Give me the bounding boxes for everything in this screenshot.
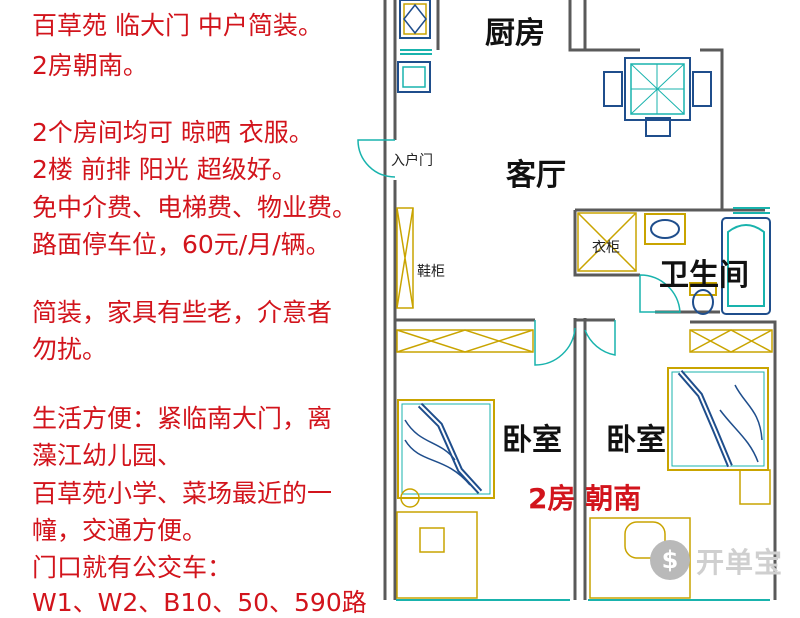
fridge [397, 61, 431, 93]
listing-line: 2楼 前排 阳光 超级好。 [32, 155, 297, 184]
room-label-bathroom: 卫生间 [659, 258, 749, 293]
listing-line: 百草苑小学、菜场最近的一 [32, 479, 333, 508]
dining-table [603, 57, 712, 137]
shoe-cabinet [396, 207, 414, 309]
listing-line: 生活方便：紧临南大门，离 [32, 404, 333, 433]
bathroom-fixtures [644, 213, 771, 315]
bed-right [667, 367, 769, 471]
orientation-note: 2房 朝南 [528, 482, 642, 515]
walls [383, 0, 777, 600]
label-shoe-cabinet: 鞋柜 [417, 264, 445, 280]
bed-left [397, 399, 495, 499]
listing-description: 百草苑 临大门 中户简装。 2房朝南。 2个房间均可 晾晒 衣服。 2楼 前排 … [0, 0, 392, 617]
watermark: $ 开单宝 [650, 540, 800, 580]
room-label-bedroom-left: 卧室 [502, 423, 562, 458]
listing-line: 幢，交通方便。 [32, 516, 208, 545]
listing-line: 藻江幼儿园、 [32, 441, 183, 470]
listing-line: W1、W2、B10、50、590路 [32, 588, 367, 617]
door-swings [357, 139, 681, 366]
room-label-bedroom-right: 卧室 [606, 423, 666, 458]
listing-line: 门口就有公交车： [32, 553, 233, 582]
label-wardrobe: 衣柜 [592, 240, 620, 256]
watermark-text: 开单宝 [696, 546, 784, 579]
dollar-icon: $ [650, 540, 690, 580]
kitchen-cabinet [399, 0, 431, 39]
bedroom-wardrobes [396, 329, 773, 353]
label-entrance-door: 入户门 [391, 153, 433, 169]
listing-line: 勿扰。 [32, 335, 108, 364]
listing-line: 路面停车位，60元/月/辆。 [32, 230, 331, 259]
room-label-living-room: 客厅 [506, 158, 566, 193]
desks [396, 469, 771, 599]
listing-line: 简装，家具有些老，介意者 [32, 298, 333, 327]
windows [396, 49, 770, 601]
listing-line: 2房朝南。 [32, 51, 148, 80]
wardrobe [577, 212, 637, 272]
listing-line: 免中介费、电梯费、物业费。 [32, 193, 358, 222]
floor-plan [357, 0, 777, 601]
listing-line: 百草苑 临大门 中户简装。 [32, 11, 323, 40]
room-label-kitchen: 厨房 [485, 16, 545, 51]
listing-line: 2个房间均可 晾晒 衣服。 [32, 118, 314, 147]
